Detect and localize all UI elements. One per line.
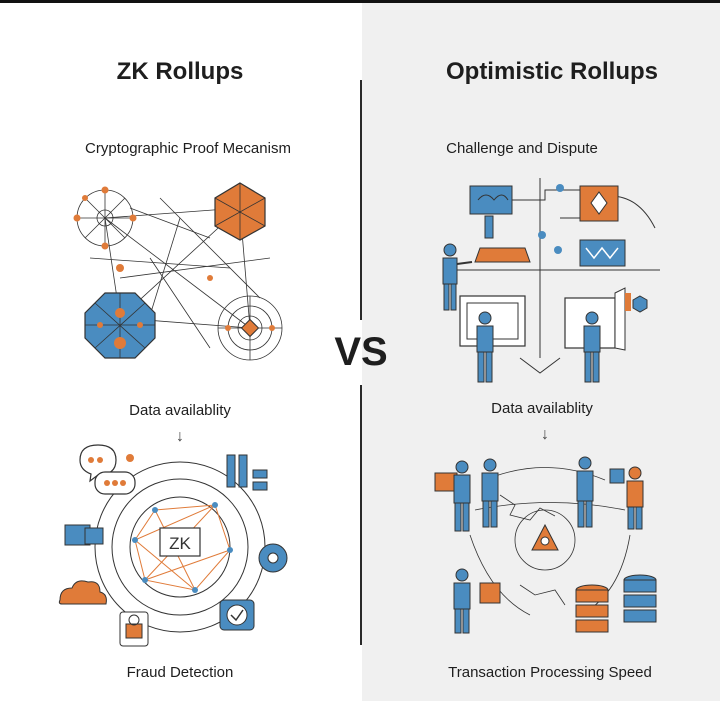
vs-label: VS	[334, 330, 388, 374]
person-bottom-left	[453, 568, 501, 634]
top-border	[0, 0, 720, 3]
person-at-left-monitor	[476, 311, 494, 383]
person-at-right-monitor	[583, 311, 601, 383]
center-divider-top	[360, 80, 362, 320]
opt-down-arrow: ↓	[541, 426, 549, 443]
transaction-speed-label: Transaction Processing Speed	[448, 664, 652, 681]
person-pointing-figure	[442, 243, 473, 311]
cloud-icon	[58, 580, 107, 605]
person-orange	[609, 466, 644, 530]
hexagon-node-icon	[632, 295, 648, 313]
puzzle-icon	[64, 524, 104, 546]
zk-data-availability-label: Data availablity	[129, 402, 231, 419]
challenge-dispute-illustration	[442, 178, 660, 383]
server-stack-icon	[226, 454, 268, 491]
center-divider-bottom	[360, 385, 362, 645]
person-with-card	[434, 460, 471, 532]
transaction-speed-illustration	[434, 456, 657, 634]
zk-fraud-detection-label: Fraud Detection	[126, 664, 234, 681]
optimistic-panel	[362, 3, 720, 701]
database-stack-orange	[575, 584, 609, 633]
chart-card-icon	[579, 239, 626, 267]
chat-panel-icon	[469, 185, 513, 215]
challenge-dispute-label: Challenge and Dispute	[446, 140, 598, 157]
database-stack-blue	[623, 574, 657, 623]
zk-proof-network-illustration	[73, 182, 283, 361]
lock-document-icon	[119, 611, 149, 647]
zk-center-box-label: ZK	[169, 534, 191, 553]
opt-data-availability-label: Data availablity	[491, 400, 593, 417]
zk-proof-label: Cryptographic Proof Mecanism	[85, 140, 291, 157]
optimistic-rollups-title: Optimistic Rollups	[445, 58, 658, 85]
person-center-right	[576, 456, 594, 528]
zk-panel	[0, 3, 362, 701]
zk-rollups-title: ZK Rollups	[116, 58, 244, 85]
message-icon	[94, 454, 136, 495]
person-standing	[481, 458, 499, 528]
gear-icon	[258, 543, 288, 573]
zk-fraud-detection-illustration: ZK	[58, 444, 288, 647]
gold-bar-icon	[474, 247, 531, 263]
checkmark-badge-icon	[219, 599, 255, 631]
zk-down-arrow: ↓	[176, 428, 184, 445]
